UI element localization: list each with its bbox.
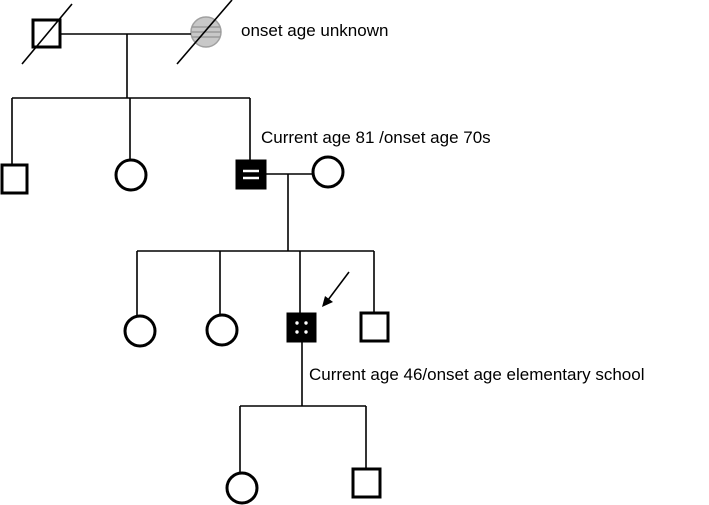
generation-4 bbox=[225, 405, 382, 505]
grandson-square bbox=[351, 467, 382, 499]
generation-2 bbox=[0, 97, 345, 251]
grandmother-deceased-slash bbox=[176, 0, 233, 65]
father-square-affected bbox=[235, 159, 267, 190]
proband-annotation: Current age 46/onset age elementary scho… bbox=[309, 365, 645, 384]
sister-1-circle bbox=[123, 314, 157, 348]
aunt-circle bbox=[114, 158, 148, 192]
proband-dot bbox=[304, 330, 308, 334]
father-annotation: Current age 81 /onset age 70s bbox=[261, 128, 491, 147]
brother-square bbox=[359, 311, 390, 343]
proband-arrow-shaft bbox=[327, 271, 350, 301]
proband-dot bbox=[295, 330, 299, 334]
mother-circle bbox=[311, 155, 345, 189]
granddaughter-circle bbox=[225, 471, 259, 505]
proband-square-affected bbox=[286, 312, 317, 343]
proband-dot bbox=[295, 321, 299, 325]
grandmother-annotation: onset age unknown bbox=[241, 21, 389, 40]
uncle-square bbox=[0, 163, 29, 195]
grandfather-deceased-slash bbox=[21, 3, 73, 65]
sister-2-circle bbox=[205, 313, 239, 347]
generation-1 bbox=[21, 0, 233, 98]
proband-dot bbox=[304, 321, 308, 325]
proband-arrow-head bbox=[322, 296, 333, 307]
generation-3 bbox=[123, 250, 390, 406]
